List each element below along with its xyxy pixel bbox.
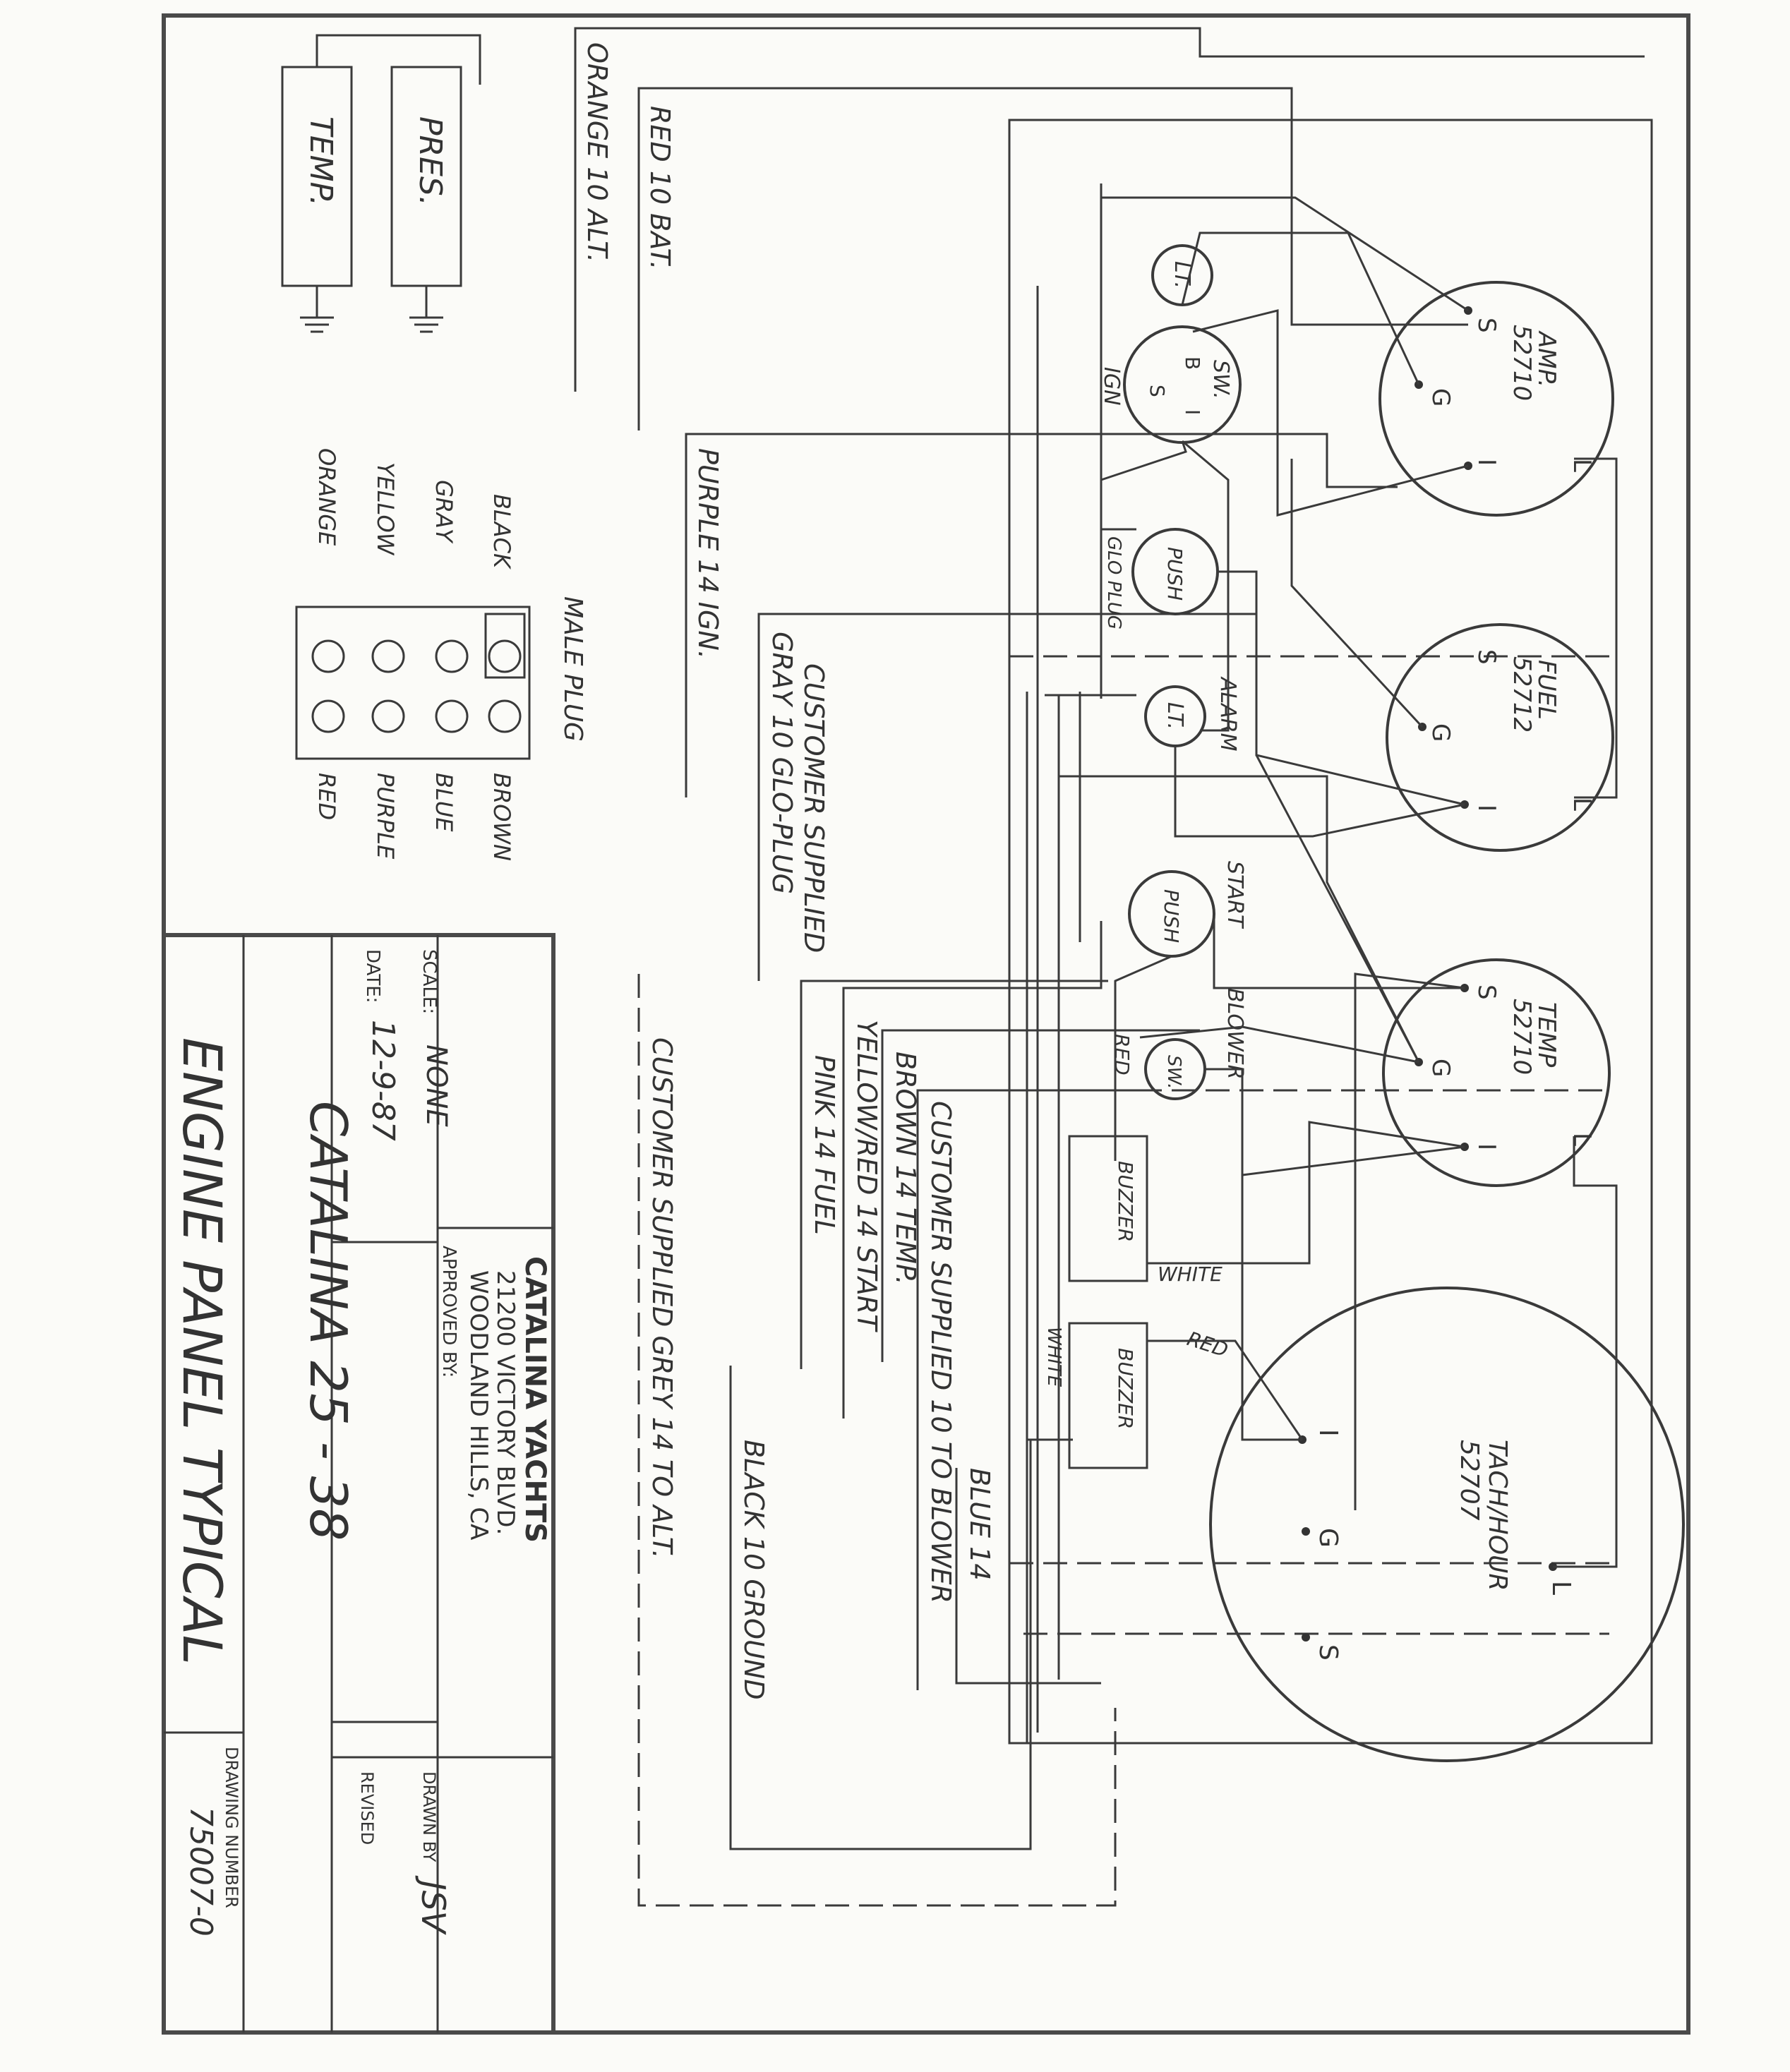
plug-pin-label: YELLOW — [372, 462, 399, 556]
wire-note-purple-ign: PURPLE 14 IGN. — [692, 448, 723, 659]
push-button-1-label: PUSH — [1163, 547, 1187, 601]
tach-gauge-part: 52707 — [1455, 1440, 1484, 1521]
buzzer-1: BUZZER WHITE — [1068, 1135, 1223, 1286]
temp-terminal-l: L — [1568, 1133, 1596, 1146]
fuel-gauge-part: 52712 — [1508, 656, 1536, 733]
wire-note-blue-14: BLUE 14 — [964, 1468, 995, 1581]
amp-gauge: AMP. 52710 S G I L — [1378, 281, 1614, 517]
tach-terminal-g: G — [1314, 1528, 1342, 1548]
wire-note-gray-glo: GRAY 10 GLO-PLUG — [767, 632, 798, 894]
date-value: 12-9-87 — [365, 1020, 401, 1141]
wire-note-yellow-red-start: YELLOW/RED 14 START — [851, 1020, 882, 1332]
plug-pin-label: BLACK — [488, 494, 515, 570]
date-label: DATE: — [362, 949, 383, 1003]
switch-terminal-i: I — [1181, 409, 1204, 415]
white-wire-label-2: WHITE — [1043, 1327, 1064, 1387]
temp-gauge-part: 52710 — [1508, 999, 1536, 1075]
fuel-terminal-l: L — [1568, 797, 1596, 811]
male-plug-title: MALE PLUG — [558, 596, 587, 742]
glo-plug-label: GLO PLUG — [1103, 536, 1124, 630]
fuel-gauge: FUEL 52712 S G I L — [1386, 623, 1614, 852]
white-wire-label-1: WHITE — [1158, 1263, 1223, 1286]
amp-terminal-i: I — [1472, 459, 1501, 466]
amp-terminal-s: S — [1472, 318, 1501, 333]
tach-hour-gauge: TACH/HOUR 52707 I G S L — [1209, 1287, 1685, 1762]
start-label: START — [1223, 861, 1247, 929]
ignition-switch-label: SW. — [1208, 360, 1233, 399]
plug-pin-label: GRAY — [431, 480, 457, 544]
plug-pin-label: ORANGE — [313, 448, 340, 546]
buzzer-2-label: BUZZER — [1114, 1348, 1137, 1429]
temp-gauge-name: TEMP — [1532, 1002, 1561, 1068]
red-wire-label-1: RED — [1110, 1034, 1134, 1076]
temp-sender-label: TEMP. — [303, 116, 339, 206]
panel-wiring — [1027, 196, 1618, 1568]
wire-note-customer-blower: CUSTOMER SUPPLIED 10 TO BLOWER — [925, 1101, 956, 1603]
amp-gauge-name: AMP. — [1532, 330, 1561, 387]
blower-switch-label: SW. — [1163, 1055, 1184, 1089]
buzzer-1-label: BUZZER — [1114, 1161, 1137, 1242]
fuel-terminal-s: S — [1472, 649, 1501, 665]
plug-pin-label: PURPLE — [372, 773, 399, 860]
temp-terminal-g: G — [1426, 1059, 1455, 1077]
ign-label: IGN — [1099, 367, 1124, 406]
tach-terminal-s: S — [1314, 1644, 1342, 1661]
company-address-1: 21200 VICTORY BLVD. — [491, 1270, 519, 1535]
tach-terminal-i: I — [1314, 1429, 1342, 1437]
plug-pins — [311, 639, 522, 733]
glow-plug-push-button: PUSH GLO PLUG — [1103, 528, 1219, 630]
switch-terminal-s: S — [1146, 385, 1169, 397]
tach-gauge-name: TACH/HOUR — [1483, 1440, 1512, 1591]
model-name: CATALINA 25 - 38 — [299, 1101, 358, 1541]
indicator-light-2-label: LT. — [1163, 702, 1187, 730]
amp-gauge-part: 52710 — [1508, 325, 1536, 401]
amp-terminal-l: L — [1568, 459, 1596, 472]
drawing-title: ENGINE PANEL TYPICAL — [171, 1037, 234, 1665]
plug-pin-label: RED — [313, 773, 340, 820]
wire-note-brown-temp: BROWN 14 TEMP. — [890, 1052, 921, 1285]
revised-label: REVISED — [357, 1771, 377, 1845]
temp-terminal-i: I — [1472, 1143, 1501, 1150]
company-address-2: WOODLAND HILLS, CA — [464, 1270, 493, 1540]
wire-note-red-bat: RED 10 BAT. — [644, 106, 675, 270]
plug-pin-label: BLUE — [431, 773, 457, 832]
wire-note-customer-supplied: CUSTOMER SUPPLIED — [798, 663, 829, 953]
push-button-2-label: PUSH — [1160, 889, 1183, 943]
drawing-number: 75007-0 — [183, 1807, 219, 1937]
fuel-terminal-i: I — [1472, 805, 1501, 812]
temp-terminal-s: S — [1472, 984, 1501, 1000]
company-name: CATALINA YACHTS — [519, 1256, 551, 1543]
plug-pin-label: BROWN — [488, 773, 515, 861]
wire-note-customer-grey-alt: CUSTOMER SUPPLIED GREY 14 TO ALT. — [647, 1037, 678, 1559]
wire-note-pink-fuel: PINK 14 FUEL — [809, 1055, 840, 1235]
fuel-gauge-name: FUEL — [1532, 660, 1561, 720]
tach-terminal-l: L — [1546, 1581, 1575, 1595]
scale-value: NONE — [420, 1044, 452, 1127]
drawing-number-label: DRAWING NUMBER — [222, 1747, 241, 1908]
title-block: CATALINA YACHTS 21200 VICTORY BLVD. WOOD… — [162, 933, 555, 2035]
drawn-by-value: JSV — [414, 1875, 452, 1936]
wire-note-black-ground: BLACK 10 GROUND — [738, 1440, 769, 1699]
pres-sender-label: PRES. — [412, 116, 448, 206]
wire-annotations: ORANGE 10 ALT. RED 10 BAT. PURPLE 14 IGN… — [574, 27, 1645, 1907]
drawn-by-label: DRAWN BY — [419, 1771, 439, 1862]
switch-terminal-b: B — [1181, 356, 1204, 370]
buzzer-2: BUZZER WHITE RED — [1043, 1322, 1231, 1469]
gauge-panel — [1002, 119, 1653, 1745]
blower-label: BLOWER — [1223, 988, 1247, 1079]
scale-label: SCALE: — [419, 949, 440, 1014]
pres-sender: PRES. — [390, 66, 462, 333]
fuel-terminal-g: G — [1426, 723, 1455, 742]
start-push-button: START PUSH — [1128, 861, 1247, 958]
temp-gauge: TEMP 52710 S G I L — [1382, 958, 1611, 1187]
male-plug: MALE PLUG BLACK GRAY YELLOW ORANGE BROWN… — [295, 448, 587, 861]
amp-terminal-g: G — [1426, 388, 1455, 406]
wire-note-orange-alt: ORANGE 10 ALT. — [582, 42, 613, 263]
approved-by-label: APPROVED BY: — [438, 1246, 459, 1378]
